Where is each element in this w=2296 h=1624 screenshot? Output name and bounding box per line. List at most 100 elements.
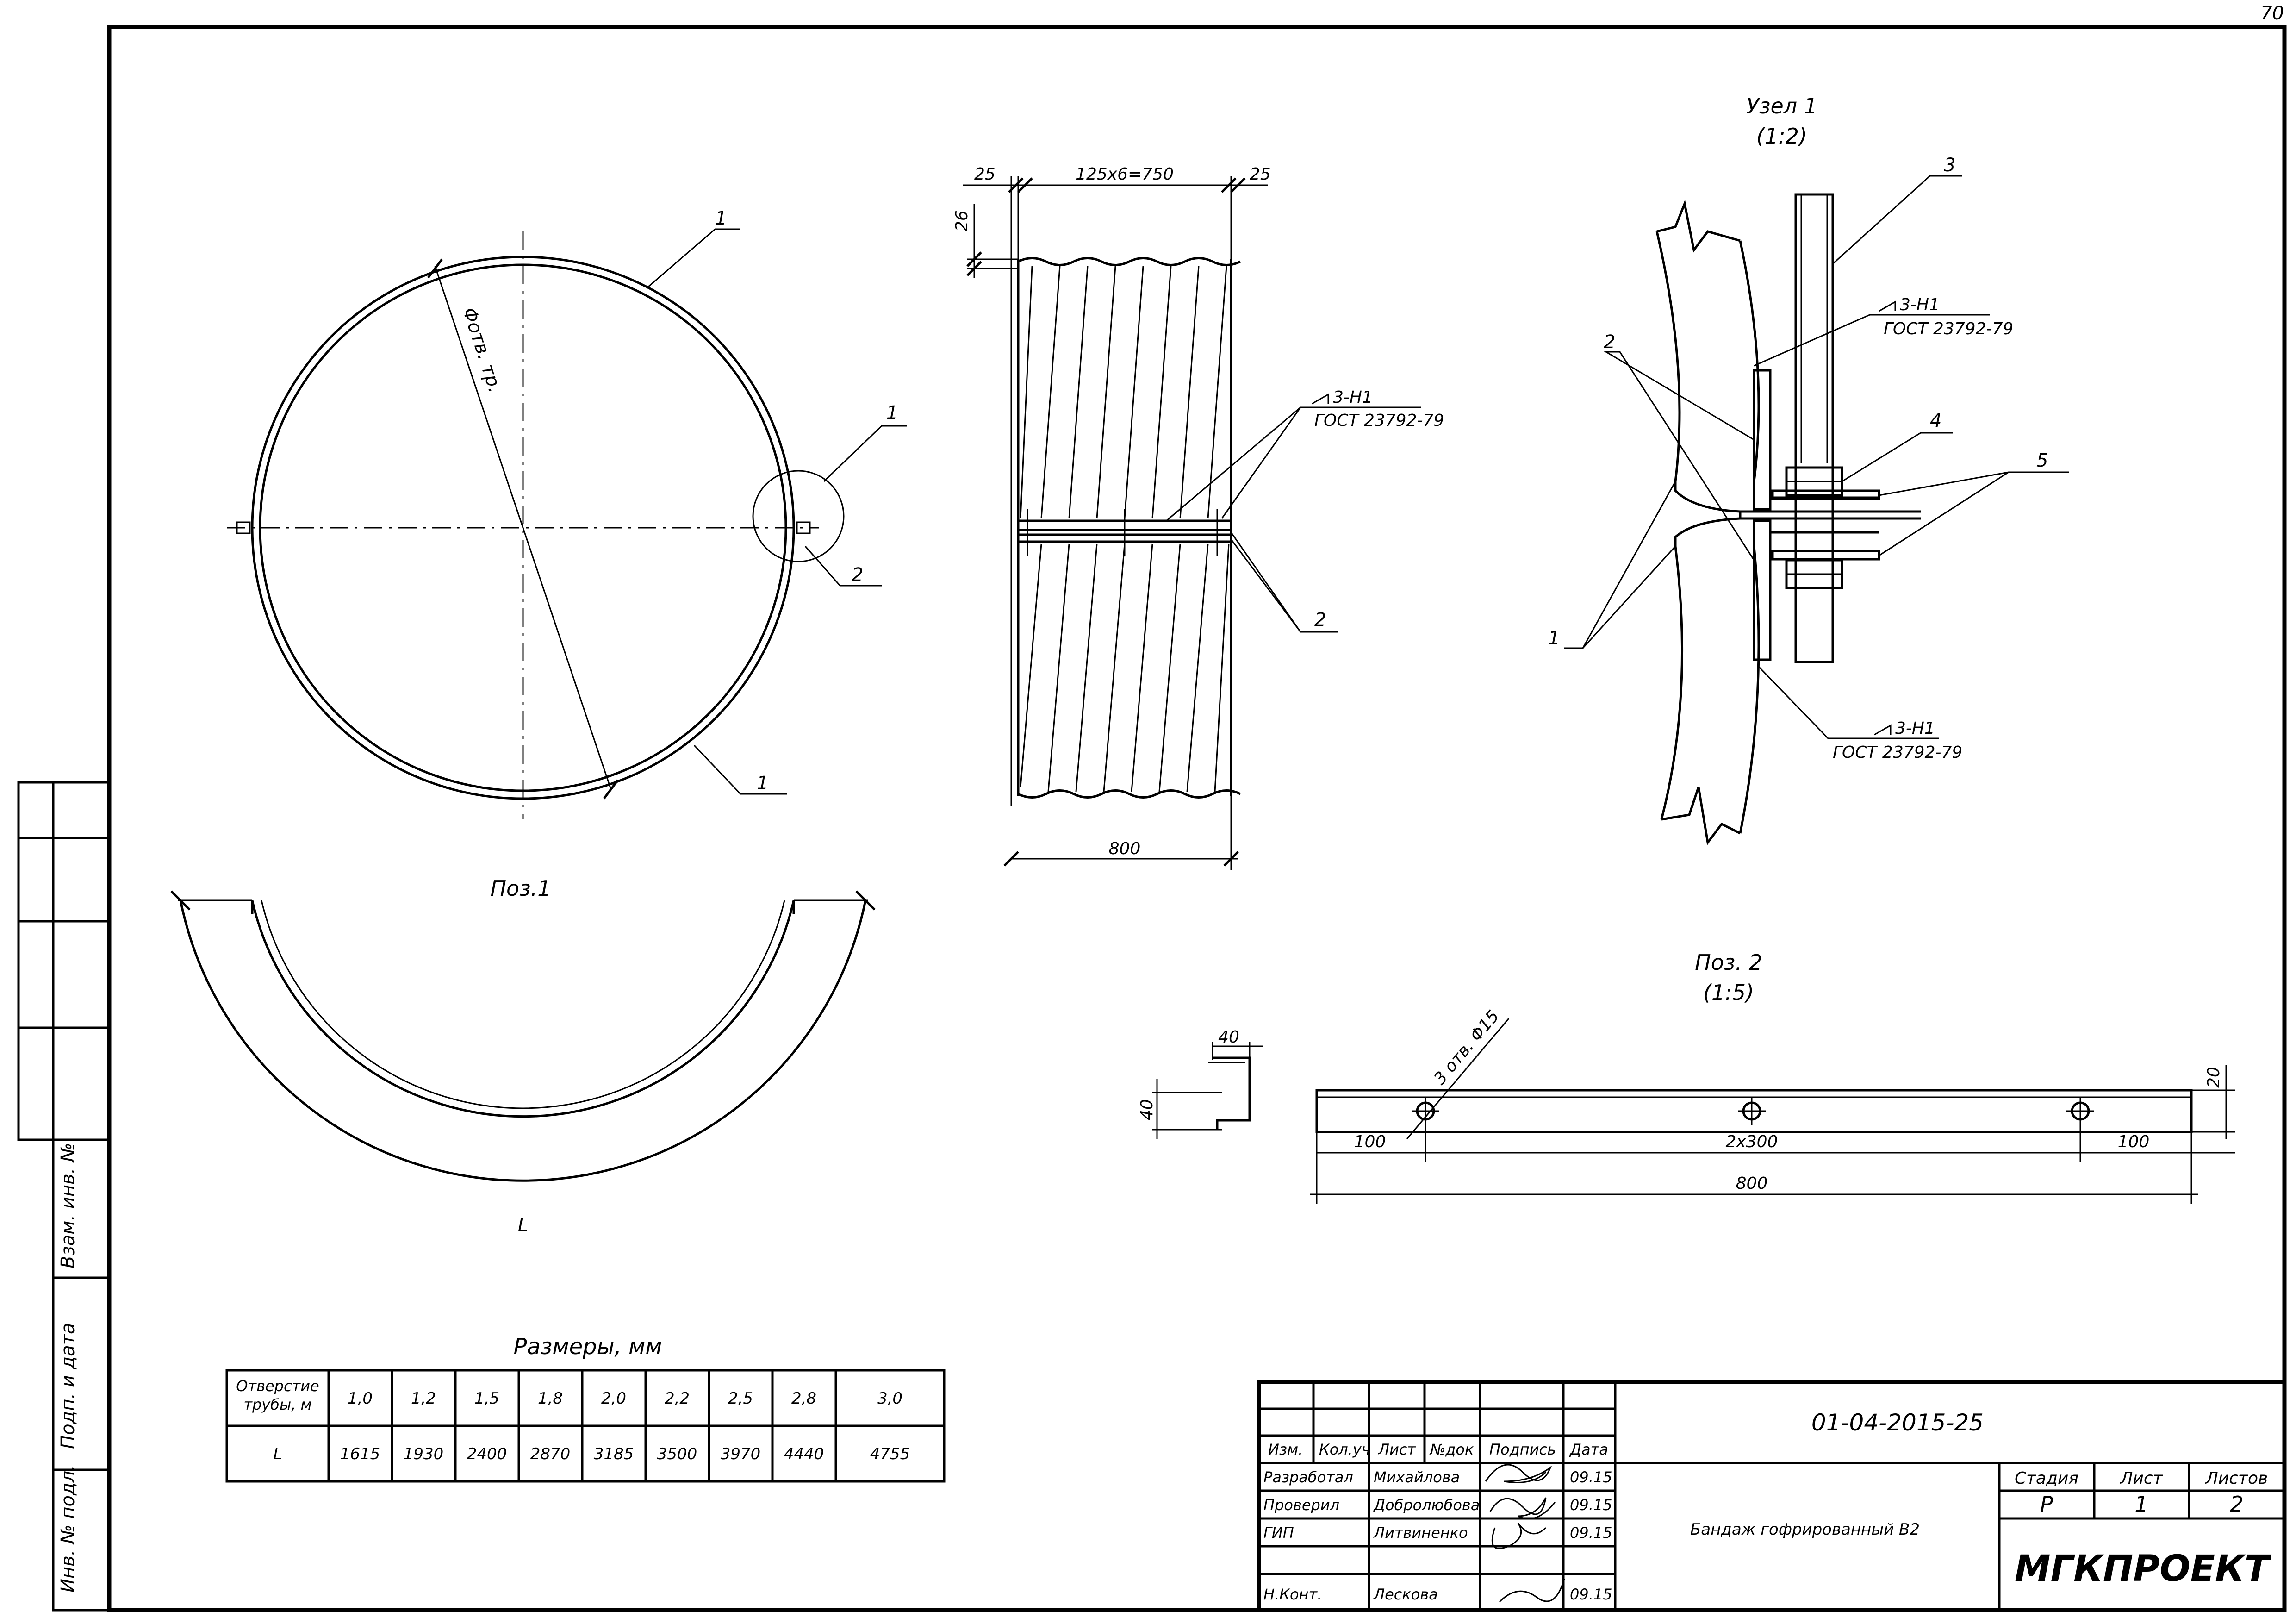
pos2-dim-20: 20 [2204, 1067, 2223, 1088]
arc-view: L [170, 890, 876, 1236]
node-callout-3: 3 [1944, 155, 1955, 176]
node-title: Узел 1 [1746, 94, 1817, 119]
table-cell: 1,0 [348, 1389, 373, 1408]
table-cell: 2400 [467, 1445, 507, 1463]
node-weld-bottom-symbol: 3-Н1 [1895, 719, 1935, 738]
table-cell: 1,5 [474, 1389, 499, 1408]
table-cell: 1,2 [411, 1389, 436, 1408]
tb-sheets-header: Листов [2205, 1469, 2268, 1488]
sizes-row2-header: L [274, 1445, 282, 1463]
title-block: 01-04-2015-25 Изм. Кол.уч Лист №док Подп… [1257, 1380, 2287, 1612]
tb-role: Н.Конт. [1263, 1586, 1322, 1603]
node-callout-1: 1 [1548, 628, 1560, 649]
table-cell: 1930 [404, 1445, 444, 1463]
ring-callout-1b: 1 [886, 402, 898, 424]
table-cell: 3,0 [877, 1389, 902, 1408]
side-dim-800: 800 [1109, 839, 1141, 858]
tb-header-list: Лист [1378, 1441, 1416, 1458]
tb-role: Разработал [1263, 1468, 1353, 1486]
tb-name: Добролюбова [1373, 1496, 1480, 1514]
tb-header-kol: Кол.уч [1319, 1441, 1370, 1458]
company-logo: МГКПРОЕКТ [2015, 1548, 2272, 1590]
tb-header-podpis: Подпись [1489, 1441, 1556, 1458]
pos1-label: Поз.1 [490, 876, 551, 901]
side-weld-gost: ГОСТ 23792-79 [1314, 411, 1444, 430]
tb-date: 09.15 [1570, 1496, 1612, 1514]
table-cell: 4755 [870, 1445, 910, 1463]
sizes-row1-header-a: Отверстие [236, 1377, 319, 1395]
signatures [1485, 1464, 1565, 1603]
pos2-dim-100-right: 100 [2118, 1132, 2150, 1151]
drawing-name: Бандаж гофрированный В2 [1690, 1520, 1920, 1539]
frame-label-vzam: Взам. инв. № [57, 1143, 79, 1268]
tb-header-izm: Изм. [1268, 1441, 1303, 1458]
tb-sheet: 1 [2134, 1492, 2148, 1517]
table-cell: 3970 [721, 1445, 761, 1463]
sizes-row1-header-b: трубы, м [243, 1396, 311, 1413]
table-cell: 4440 [784, 1445, 824, 1463]
frame-label-inv: Инв. № подл. [57, 1465, 79, 1593]
tb-stage: Р [2040, 1492, 2053, 1517]
arc-dim-L: L [518, 1215, 528, 1236]
table-cell: 2,2 [665, 1389, 690, 1408]
node-weld-bottom-gost: ГОСТ 23792-79 [1833, 743, 1962, 762]
table-cell: 2,0 [601, 1389, 626, 1408]
ring-callout-1c: 1 [757, 773, 768, 794]
side-view: 25 125x6=750 25 26 [952, 165, 1444, 870]
side-dim-25-right: 25 [1250, 165, 1271, 184]
side-weld-symbol: 3-Н1 [1333, 388, 1373, 407]
node-weld-top-gost: ГОСТ 23792-79 [1884, 319, 2013, 338]
node-weld-top-symbol: 3-Н1 [1900, 295, 1940, 314]
ring-view: Φотв. тр. 1 1 1 2 Поз.1 [227, 208, 907, 901]
tb-date: 09.15 [1570, 1586, 1612, 1603]
pos2-dim-100-left: 100 [1354, 1132, 1386, 1151]
pos2-dim-800: 800 [1736, 1174, 1768, 1193]
sizes-table: Размеры, мм Отверстие трубы, м 1,0 1,2 1… [225, 1334, 946, 1483]
table-cell: 3185 [594, 1445, 634, 1463]
tb-header-ndok: №док [1429, 1441, 1474, 1458]
outer-frame [107, 25, 2287, 1612]
ring-callout-1a: 1 [715, 208, 727, 229]
tb-date: 09.15 [1570, 1468, 1612, 1486]
table-cell: 2870 [530, 1445, 571, 1463]
pos2-dim-40-side: 40 [1138, 1099, 1157, 1120]
tb-stage-header: Стадия [2015, 1469, 2078, 1488]
table-cell: 1615 [340, 1445, 380, 1463]
tb-name: Михайлова [1374, 1468, 1460, 1486]
pos2-scale: (1:5) [1703, 980, 1754, 1005]
tb-name: Литвиненко [1373, 1524, 1468, 1542]
node-callout-5: 5 [2036, 450, 2048, 471]
side-callout-2: 2 [1314, 609, 1326, 631]
tb-name: Лескова [1373, 1586, 1438, 1603]
pos2-dim-2x300: 2x300 [1726, 1132, 1778, 1151]
node-callout-4: 4 [1930, 410, 1941, 431]
side-dim-25-left: 25 [974, 165, 996, 184]
tb-role: Проверил [1263, 1496, 1339, 1514]
pos2-view: Поз. 2 (1:5) 40 40 3 отв. Φ15 20 [1138, 950, 2235, 1204]
frame-label-podp: Подп. и дата [57, 1323, 79, 1449]
ring-callout-2: 2 [852, 564, 863, 586]
table-cell: 2,8 [791, 1389, 816, 1408]
pos2-dim-40-top: 40 [1218, 1028, 1239, 1047]
side-dim-26: 26 [952, 210, 971, 231]
left-stamp-strip: Взам. инв. № Подп. и дата Инв. № подл. [17, 781, 111, 1612]
table-cell: 1,8 [538, 1389, 563, 1408]
table-cell: 2,5 [728, 1389, 753, 1408]
node-callout-circle [752, 470, 845, 562]
pos2-holes-label: 3 отв. Φ15 [1430, 1007, 1503, 1088]
pos2-title: Поз. 2 [1695, 950, 1762, 975]
sizes-title: Размеры, мм [514, 1334, 662, 1360]
table-cell: 3500 [657, 1445, 697, 1463]
node-callout-2: 2 [1604, 331, 1615, 353]
ring-dia-label: Φотв. тр. [458, 305, 505, 395]
node-scale: (1:2) [1756, 124, 1807, 149]
tb-sheet-header: Лист [2119, 1469, 2163, 1488]
page-number: 70 [2260, 3, 2284, 24]
tb-header-data: Дата [1569, 1441, 1608, 1458]
tb-sheets: 2 [2230, 1492, 2243, 1517]
node-view: Узел 1 (1:2) 3 3-Н [1548, 94, 2069, 846]
tb-role: ГИП [1263, 1524, 1294, 1542]
side-dim-750: 125x6=750 [1076, 165, 1174, 184]
tb-date: 09.15 [1570, 1524, 1612, 1542]
